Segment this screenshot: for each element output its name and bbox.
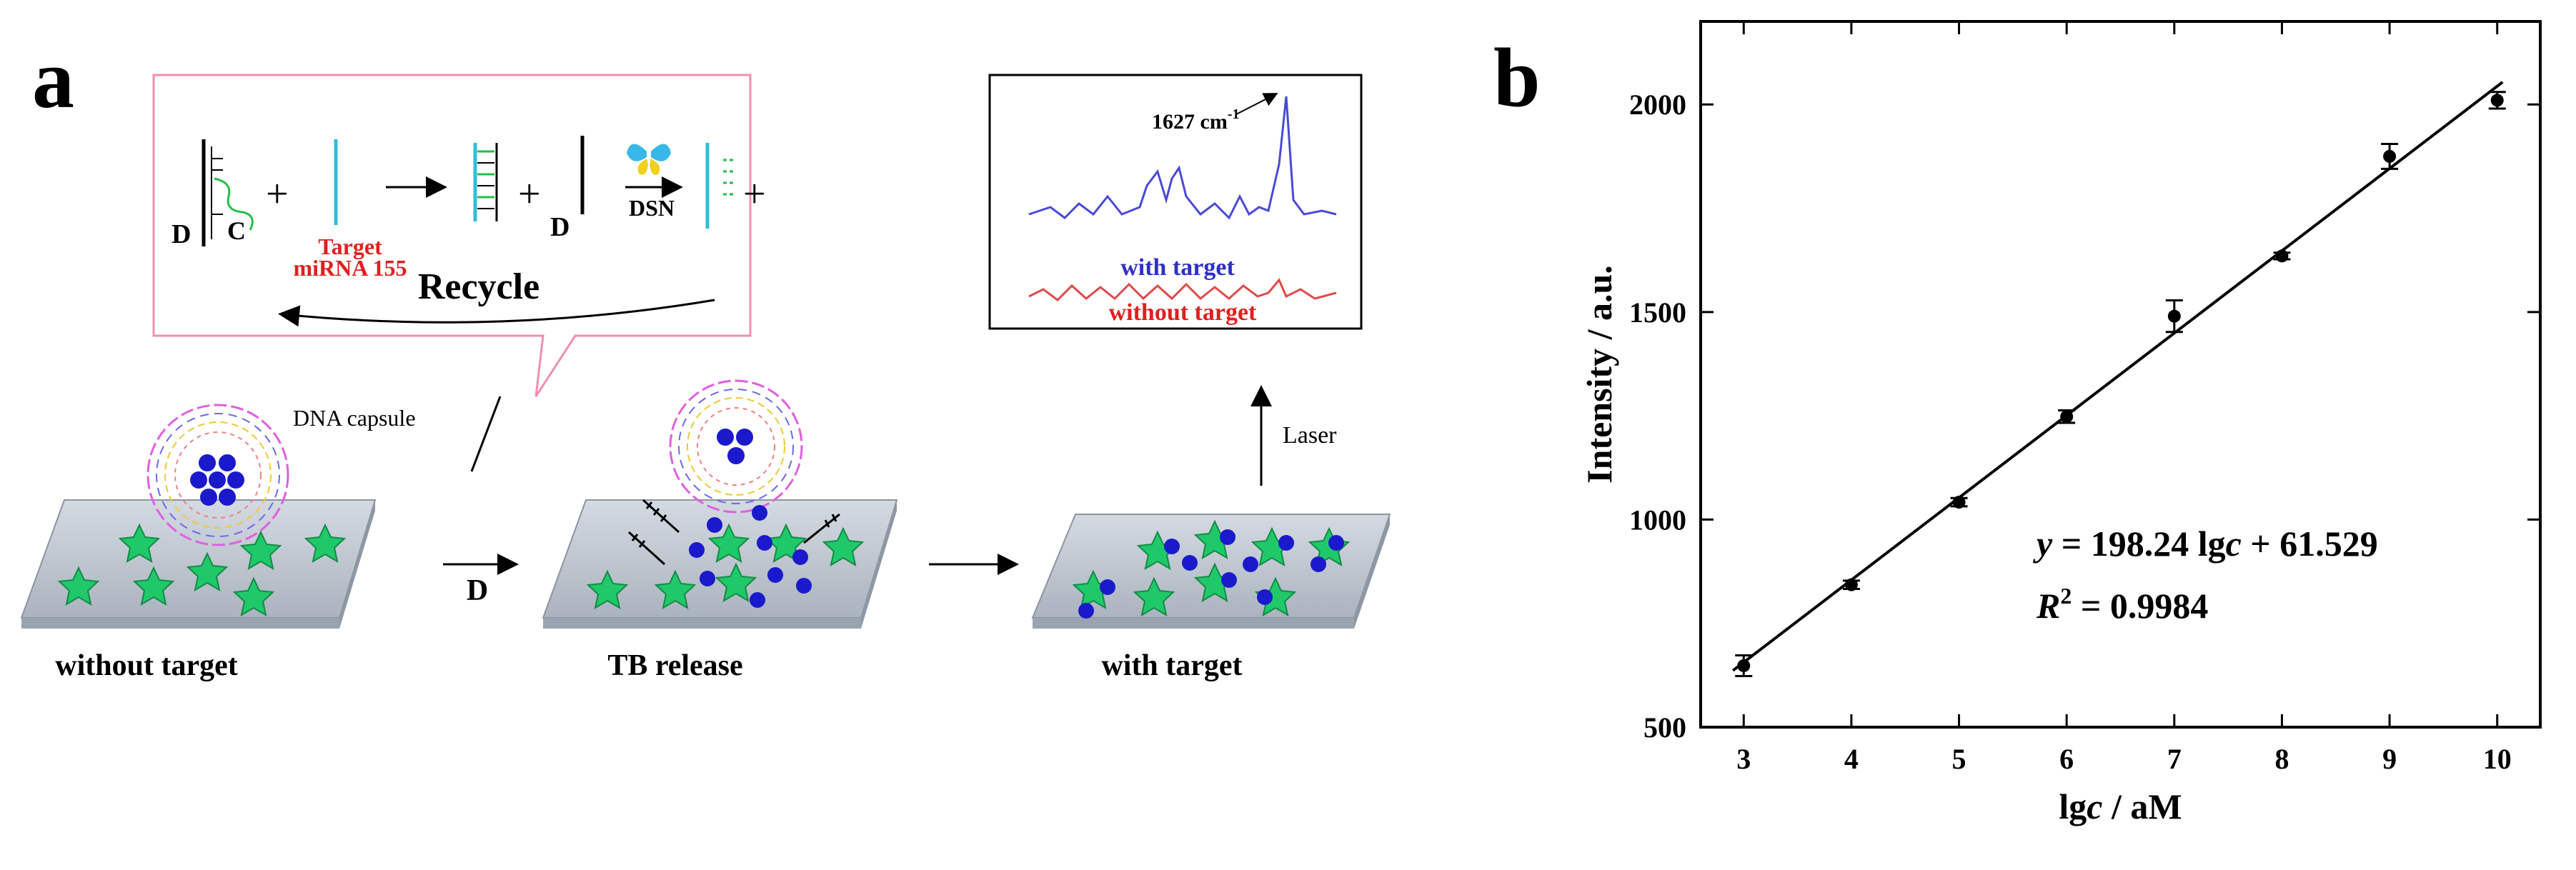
- capsule-left: [146, 404, 289, 546]
- capsule-label: DNA capsule: [293, 405, 416, 431]
- recycle-scheme: D C + Target miRNA 155 + D DSN: [152, 74, 766, 397]
- d-arrow-label: D: [467, 574, 488, 607]
- with-target-label: with target: [1120, 254, 1235, 281]
- dsn-label: DSN: [629, 195, 675, 221]
- duplex-strand: [473, 143, 498, 221]
- tb-release-label: TB release: [607, 649, 742, 682]
- d-diagonal-stroke: [470, 396, 502, 472]
- x-tick-label: 10: [2483, 743, 2512, 775]
- plus-2: +: [518, 172, 541, 216]
- released-probes: [627, 499, 840, 566]
- plus-3: +: [743, 172, 766, 216]
- r-squared: R2 = 0.9984: [2036, 583, 2208, 626]
- plate1-stars: [57, 523, 347, 617]
- with-target-stage-label: with target: [1101, 649, 1242, 682]
- recycle-label: Recycle: [418, 266, 539, 307]
- d-label-1: D: [171, 219, 191, 249]
- y-tick-label: 1500: [1629, 296, 1686, 329]
- plus-1: +: [266, 172, 289, 216]
- x-tick-label: 3: [1736, 743, 1751, 775]
- data-point: [2060, 410, 2074, 424]
- data-point: [2490, 94, 2504, 107]
- x-tick-label: 6: [2059, 743, 2074, 775]
- target-label-line2: miRNA 155: [293, 255, 407, 281]
- calibration-chart: 3 4 5 6 7 8 9 10 500 1000 1500 2000 lgc / aM Intensit…: [1579, 20, 2542, 826]
- plate2-stars: [586, 523, 865, 610]
- panel-b-label: b: [1493, 31, 1541, 124]
- plate3-dots: [1078, 529, 1344, 619]
- x-tick-label: 4: [1844, 743, 1859, 775]
- fit-line: [1731, 81, 2504, 672]
- capsule-opened: [669, 379, 803, 514]
- data-point: [1737, 659, 1751, 672]
- x-tick-label: 7: [2167, 743, 2182, 775]
- plot-frame: [1699, 20, 2542, 729]
- plate3-stars: [1072, 519, 1351, 617]
- recycle-arrow: [278, 299, 715, 327]
- c-label: C: [227, 216, 246, 245]
- sers-spectrum-inset: 1627 cm-1 with target without target: [988, 74, 1363, 330]
- spectrum-with-target: [1028, 96, 1337, 220]
- fit-equation: y = 198.24 lgc + 61.529: [2033, 524, 2378, 564]
- butterfly-icon: [627, 144, 671, 175]
- spectrum-without-target: [1028, 278, 1337, 301]
- target-label-line1: Target: [318, 234, 382, 259]
- probe-d-strand: [202, 139, 254, 246]
- y-tick-label: 1000: [1629, 504, 1686, 536]
- spectrum-box: [988, 74, 1363, 330]
- x-axis-label: lgc / aM: [2059, 786, 2182, 826]
- y-axis-label: Intensity / a.u.: [1579, 265, 1619, 484]
- peak-label: 1627 cm-1: [1152, 106, 1239, 134]
- data-point: [2275, 249, 2289, 263]
- without-target-label: without target: [1109, 299, 1257, 326]
- d-label-2: D: [550, 212, 570, 242]
- panel-a-label: a: [32, 32, 74, 126]
- without-target-stage-label: without target: [55, 649, 237, 682]
- data-point: [1952, 496, 1966, 509]
- x-tick-label: 5: [1952, 743, 1966, 775]
- y-tick-label: 2000: [1629, 89, 1686, 121]
- y-tick-label: 500: [1643, 711, 1686, 744]
- data-point: [2383, 149, 2397, 163]
- plate-tb-release: TB release: [542, 379, 898, 682]
- laser-label: Laser: [1283, 422, 1337, 449]
- cleaved-fragments: [705, 143, 736, 229]
- plate2-dots: [689, 505, 812, 608]
- data-point: [1844, 578, 1858, 591]
- x-tick-label: 8: [2274, 743, 2289, 775]
- peak-arrow: [1235, 93, 1278, 115]
- x-tick-label: 9: [2382, 743, 2397, 775]
- plate-with-target: with target: [1031, 514, 1391, 682]
- data-point: [2167, 309, 2181, 323]
- plate-without-target: DNA capsule without target: [20, 404, 416, 682]
